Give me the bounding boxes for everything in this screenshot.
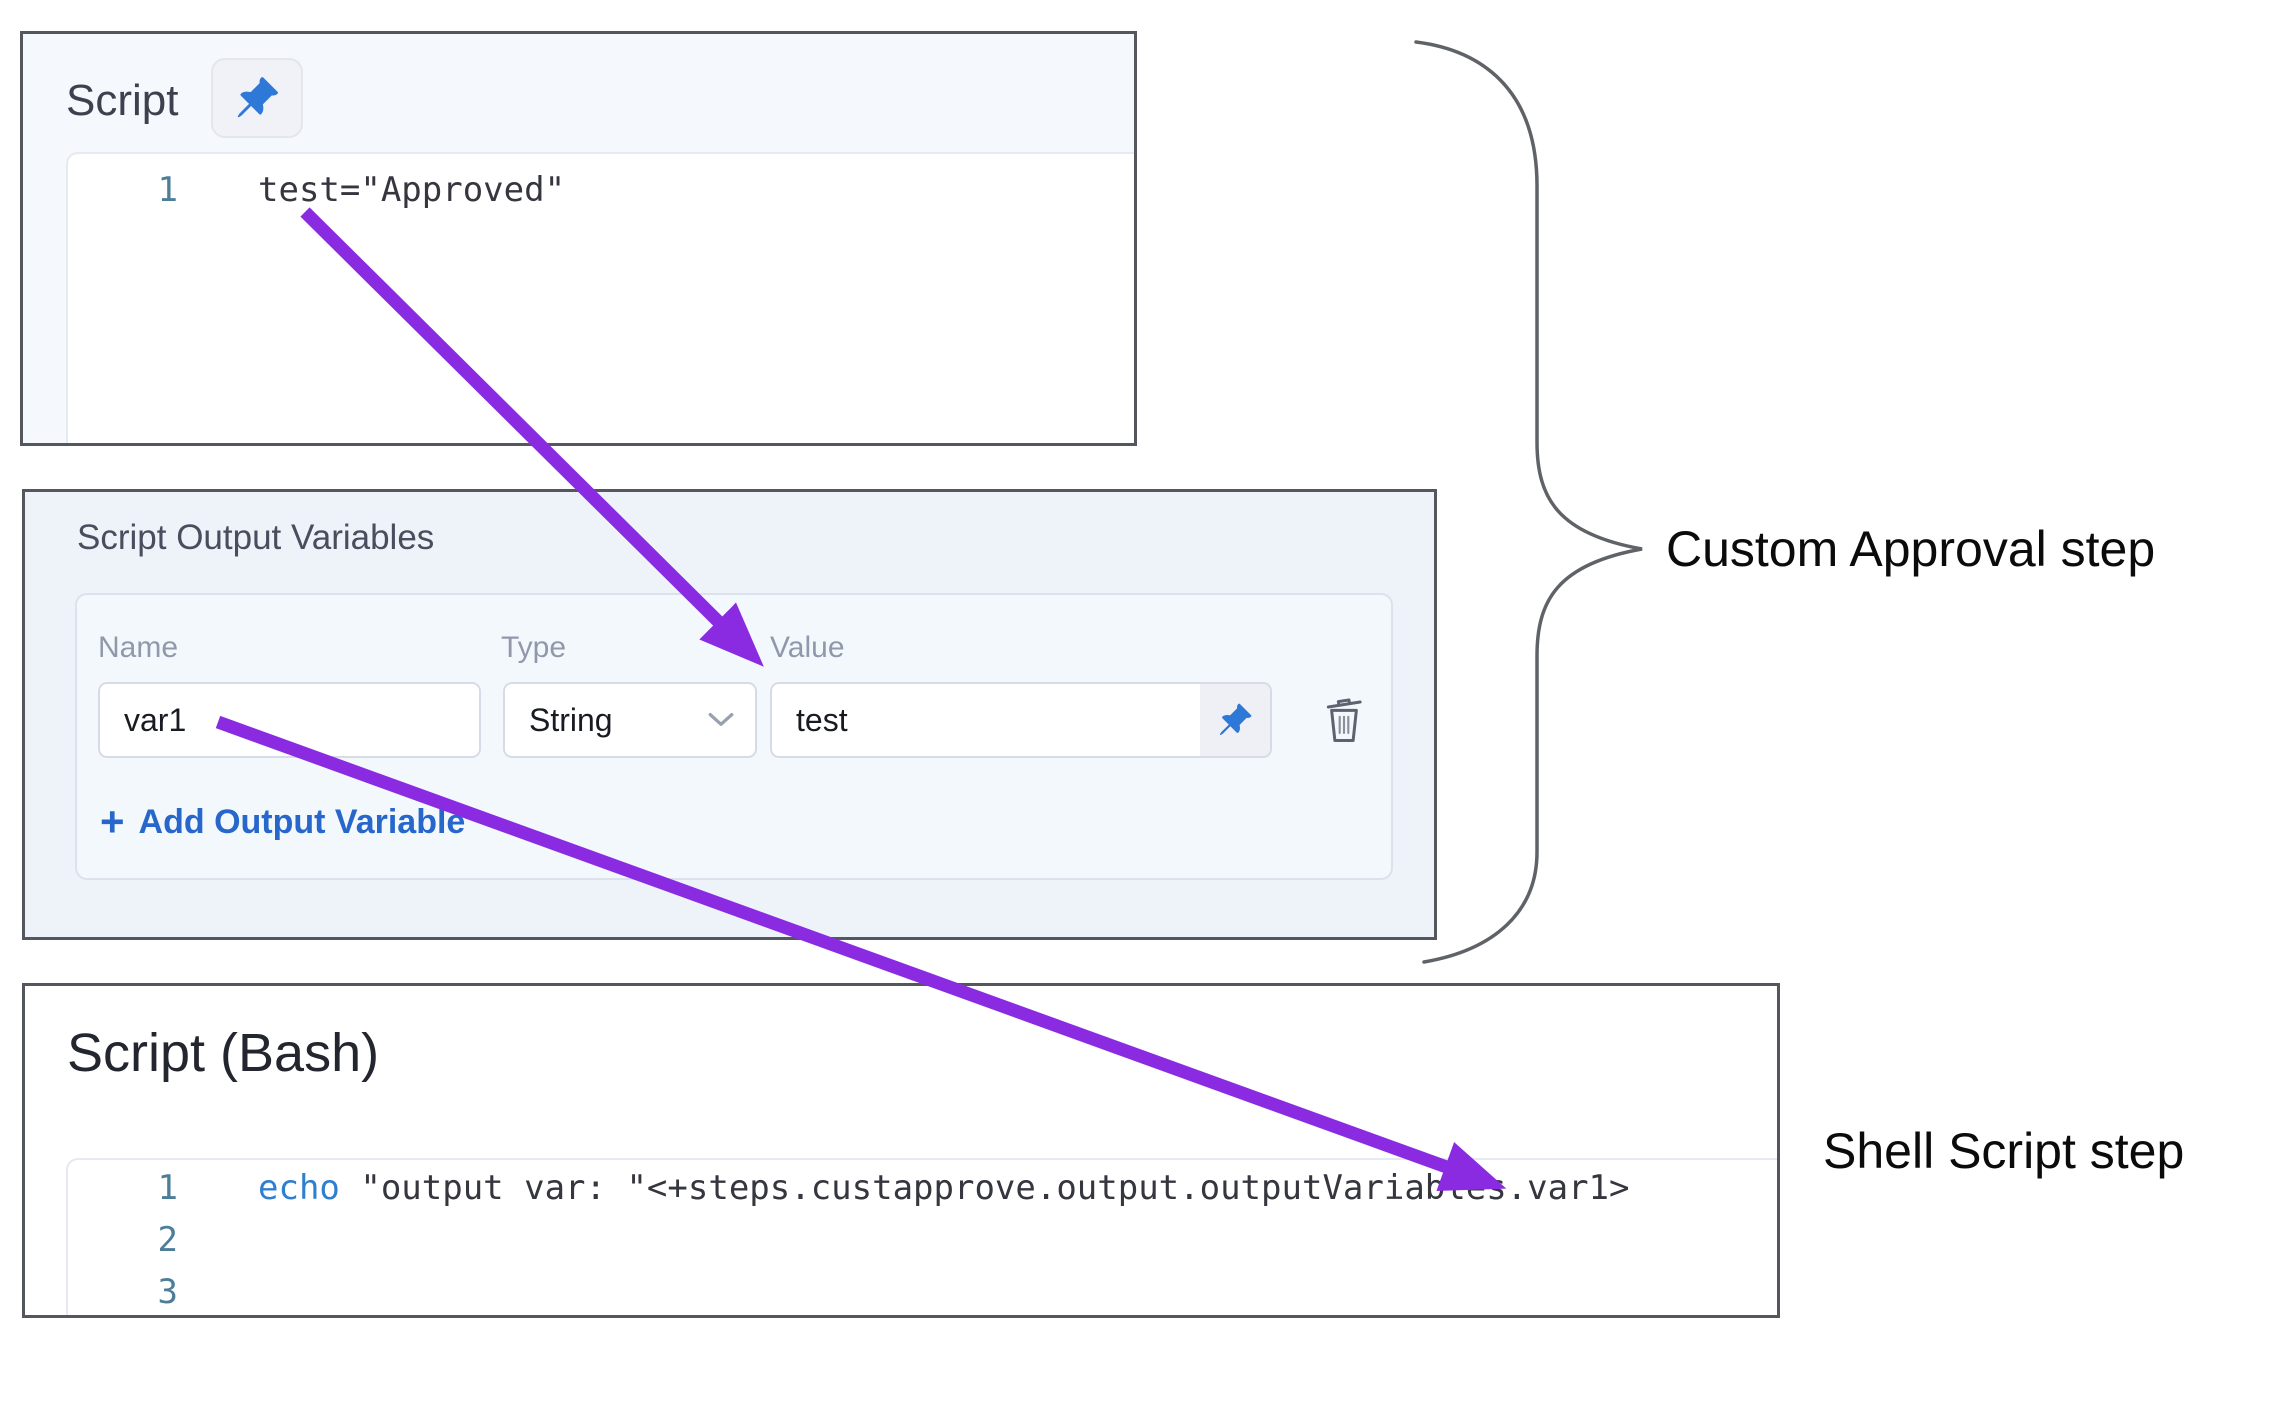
column-header-name: Name [98,631,179,664]
approval-script-code-editor[interactable]: 1 test="Approved" [66,152,1134,443]
line-number: 2 [157,1220,178,1260]
plus-icon: + [100,798,125,845]
shell-script-panel: Script (Bash) 1 echo "output var: "<+step… [22,983,1780,1318]
output-variables-card: Name Type Value String [75,593,1393,880]
trash-icon [1318,690,1370,748]
code-line: 1 test="Approved" [68,164,1134,216]
delete-variable-button[interactable] [1315,687,1373,751]
line-number: 1 [157,170,178,210]
code-line: 1 echo "output var: "<+steps.custapprove.… [68,1162,1777,1214]
variable-value-field [770,682,1272,758]
variable-type-select[interactable]: String [503,682,757,758]
script-panel-title: Script [66,76,179,125]
script-output-variables-panel: Script Output Variables Name Type Value … [22,489,1437,940]
selected-type-value: String [529,701,613,738]
variable-name-input[interactable] [100,684,479,756]
custom-approval-script-panel: Script 1 test="Approved" [20,31,1137,446]
pushpin-icon [234,75,280,121]
variable-value-input[interactable] [772,684,1200,756]
line-number: 1 [157,1168,178,1208]
bash-panel-title: Script (Bash) [67,1023,380,1083]
pin-button[interactable] [211,58,303,138]
curly-brace [1414,40,1643,964]
shell-script-step-label: Shell Script step [1823,1123,2185,1179]
keyword-token: echo [258,1168,340,1208]
line-number: 3 [157,1272,178,1312]
output-variables-title: Script Output Variables [77,518,435,557]
pushpin-icon [1217,702,1253,738]
code-line: 3 [68,1266,1777,1318]
code-text: echo "output var: "<+steps.custapprove.o… [258,1168,1629,1208]
bash-code-editor[interactable]: 1 echo "output var: "<+steps.custapprove.… [66,1158,1777,1315]
code-line: 2 [68,1214,1777,1266]
value-pin-button[interactable] [1200,684,1270,756]
add-output-variable-label: Add Output Variable [138,802,466,841]
chevron-down-icon [707,711,735,729]
code-text: test="Approved" [258,170,566,210]
column-header-type: Type [501,631,567,664]
plain-token: "output var: "<+steps.custapprove.output… [339,1168,1630,1208]
custom-approval-step-label: Custom Approval step [1666,521,2156,577]
add-output-variable-button[interactable]: + Add Output Variable [100,801,465,843]
column-header-value: Value [770,631,845,664]
variable-name-field [98,682,481,758]
